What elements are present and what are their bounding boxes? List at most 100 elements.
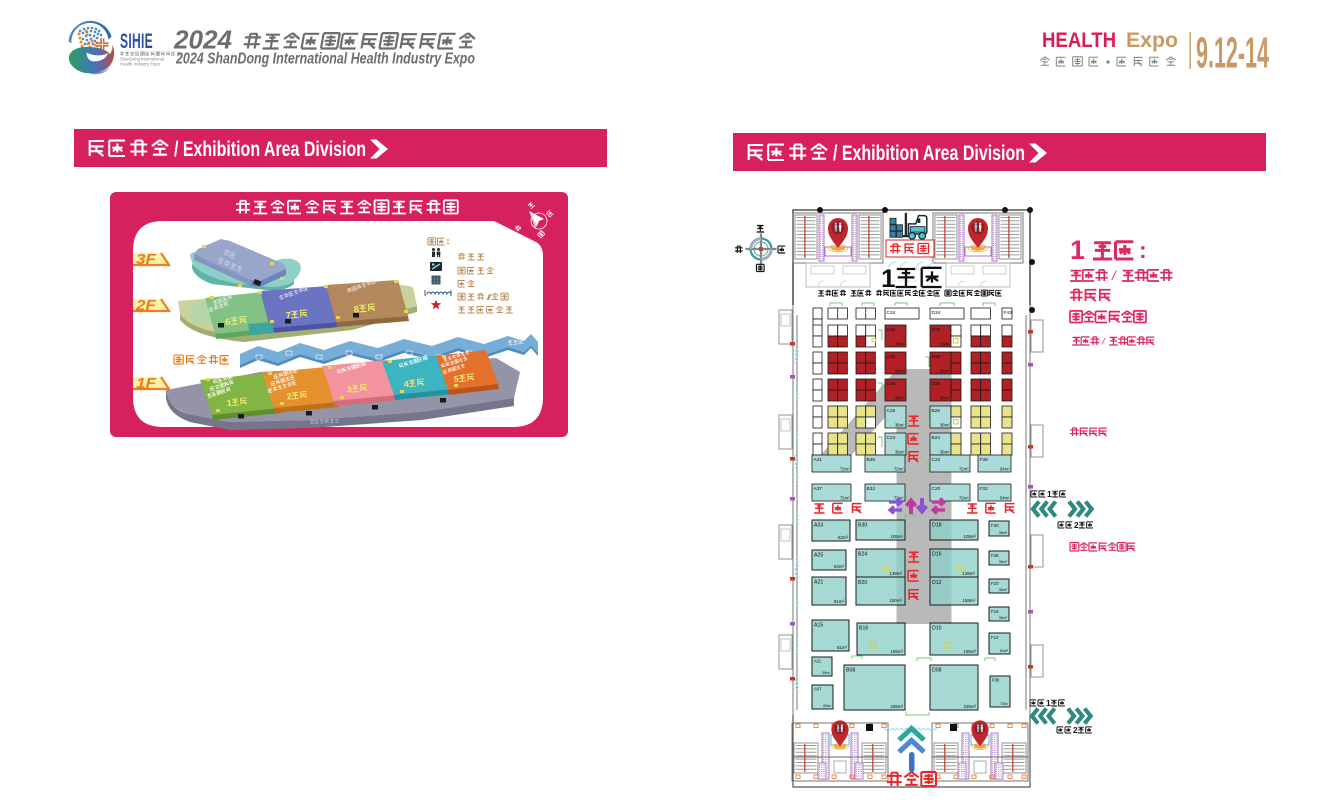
svg-text:C24: C24 bbox=[887, 435, 896, 441]
svg-text:2: 2 bbox=[286, 391, 292, 401]
svg-text:54m²: 54m² bbox=[1000, 649, 1009, 653]
svg-text:72m²: 72m² bbox=[840, 496, 850, 501]
svg-text:A41: A41 bbox=[814, 457, 823, 463]
svg-text:36m²: 36m² bbox=[895, 342, 905, 347]
svg-text:54m²: 54m² bbox=[1000, 467, 1010, 472]
svg-text:F36: F36 bbox=[980, 457, 989, 463]
svg-text:D18: D18 bbox=[932, 523, 942, 529]
svg-text:A11: A11 bbox=[814, 659, 822, 664]
svg-text:36m²: 36m² bbox=[999, 560, 1008, 564]
svg-text:36m²: 36m² bbox=[895, 369, 905, 374]
svg-text:7: 7 bbox=[285, 310, 291, 320]
svg-text:3F: 3F bbox=[136, 251, 157, 268]
svg-text:B36: B36 bbox=[867, 457, 876, 463]
svg-text:54m²: 54m² bbox=[1000, 496, 1010, 501]
svg-text:F30: F30 bbox=[991, 523, 999, 528]
svg-text:285m²: 285m² bbox=[891, 704, 904, 709]
svg-text:81m²: 81m² bbox=[837, 645, 848, 650]
svg-text:D28: D28 bbox=[932, 381, 941, 387]
svg-text:B08: B08 bbox=[846, 668, 855, 674]
svg-text:SIHIE: SIHIE bbox=[120, 30, 153, 53]
svg-text:2024: 2024 bbox=[173, 25, 233, 55]
svg-text:2: 2 bbox=[1074, 521, 1079, 530]
svg-text:A37: A37 bbox=[814, 486, 823, 492]
svg-text:105m²: 105m² bbox=[964, 534, 977, 539]
svg-text:D08: D08 bbox=[932, 668, 942, 674]
svg-text:26m²: 26m² bbox=[940, 369, 950, 374]
svg-text:105m²: 105m² bbox=[891, 534, 904, 539]
svg-text:C34: C34 bbox=[887, 310, 896, 316]
svg-text:2F: 2F bbox=[135, 297, 157, 314]
svg-text:1: 1 bbox=[1047, 490, 1052, 499]
svg-text:72m²: 72m² bbox=[894, 496, 904, 501]
svg-text:/: / bbox=[487, 292, 493, 302]
svg-text:81m²: 81m² bbox=[834, 599, 845, 604]
svg-text:6: 6 bbox=[225, 317, 231, 327]
svg-text:A07: A07 bbox=[814, 687, 822, 692]
svg-text:A15: A15 bbox=[814, 623, 823, 629]
svg-text:B24: B24 bbox=[932, 435, 941, 441]
svg-text:138m²: 138m² bbox=[963, 571, 976, 576]
svg-text:/: / bbox=[1111, 268, 1117, 283]
svg-text:B16: B16 bbox=[859, 626, 868, 632]
svg-text:158m²: 158m² bbox=[963, 598, 976, 603]
svg-text:36m²: 36m² bbox=[895, 450, 905, 455]
svg-text:F20: F20 bbox=[991, 581, 999, 586]
svg-text:63m²: 63m² bbox=[838, 535, 849, 540]
svg-text:150m²: 150m² bbox=[890, 598, 903, 603]
svg-text:D32: D32 bbox=[932, 327, 941, 333]
svg-text:C20: C20 bbox=[932, 486, 941, 492]
svg-text:36m²: 36m² bbox=[999, 588, 1008, 592]
svg-text:72m²: 72m² bbox=[959, 496, 969, 501]
svg-text:D30: D30 bbox=[932, 354, 941, 360]
svg-text:1: 1 bbox=[226, 398, 232, 408]
svg-text:D12: D12 bbox=[932, 580, 942, 586]
svg-text:F08: F08 bbox=[992, 678, 1000, 683]
svg-text:F32: F32 bbox=[980, 486, 989, 492]
svg-text:72m²: 72m² bbox=[894, 467, 904, 472]
svg-text:1F: 1F bbox=[136, 375, 157, 392]
svg-text:8: 8 bbox=[353, 304, 359, 314]
svg-text:26m²: 26m² bbox=[940, 342, 950, 347]
svg-text:1: 1 bbox=[1046, 699, 1051, 708]
svg-text:B26: B26 bbox=[932, 408, 941, 414]
svg-text:36m²: 36m² bbox=[940, 423, 950, 428]
svg-text:C32: C32 bbox=[887, 327, 896, 333]
svg-text:72m²: 72m² bbox=[840, 467, 850, 472]
svg-text:C22: C22 bbox=[932, 457, 941, 463]
svg-text:C30: C30 bbox=[887, 354, 896, 360]
svg-text:165m²: 165m² bbox=[964, 649, 977, 654]
svg-text:Health Industry Expo: Health Industry Expo bbox=[120, 62, 160, 67]
svg-text:138m²: 138m² bbox=[890, 571, 903, 576]
svg-text:F43: F43 bbox=[1004, 310, 1013, 316]
svg-text:225m²: 225m² bbox=[964, 704, 977, 709]
svg-text:54m²: 54m² bbox=[834, 564, 845, 569]
svg-text:HEALTH: HEALTH bbox=[1042, 29, 1116, 52]
svg-text:D10: D10 bbox=[932, 626, 942, 632]
svg-text:1: 1 bbox=[881, 265, 896, 293]
svg-text:F28: F28 bbox=[991, 553, 999, 558]
svg-text:B32: B32 bbox=[867, 486, 876, 492]
svg-text:165m²: 165m² bbox=[891, 649, 904, 654]
svg-text:2: 2 bbox=[1073, 726, 1078, 735]
svg-text:36m²: 36m² bbox=[895, 396, 905, 401]
svg-text:36m²: 36m² bbox=[822, 671, 831, 675]
svg-text:63m²: 63m² bbox=[823, 704, 832, 708]
svg-text:A25: A25 bbox=[814, 553, 823, 559]
svg-text:36m²: 36m² bbox=[940, 450, 950, 455]
svg-text:/ Exhibition Area Division: / Exhibition Area Division bbox=[833, 142, 1025, 165]
svg-text:ShanDong International: ShanDong International bbox=[120, 57, 164, 62]
svg-text:F12: F12 bbox=[991, 635, 999, 640]
svg-text:A33: A33 bbox=[814, 523, 823, 529]
svg-text:72m²: 72m² bbox=[1000, 702, 1009, 706]
svg-text:72m²: 72m² bbox=[959, 467, 969, 472]
svg-text:D34: D34 bbox=[932, 310, 941, 316]
svg-text:26m²: 26m² bbox=[940, 396, 950, 401]
svg-text:36m²: 36m² bbox=[895, 423, 905, 428]
svg-text:B24: B24 bbox=[858, 552, 867, 558]
svg-text:F16: F16 bbox=[991, 609, 999, 614]
svg-text:Expo: Expo bbox=[1126, 29, 1178, 52]
svg-text:36m²: 36m² bbox=[999, 531, 1008, 535]
svg-text:5: 5 bbox=[453, 374, 459, 384]
svg-text:C28: C28 bbox=[887, 381, 896, 387]
